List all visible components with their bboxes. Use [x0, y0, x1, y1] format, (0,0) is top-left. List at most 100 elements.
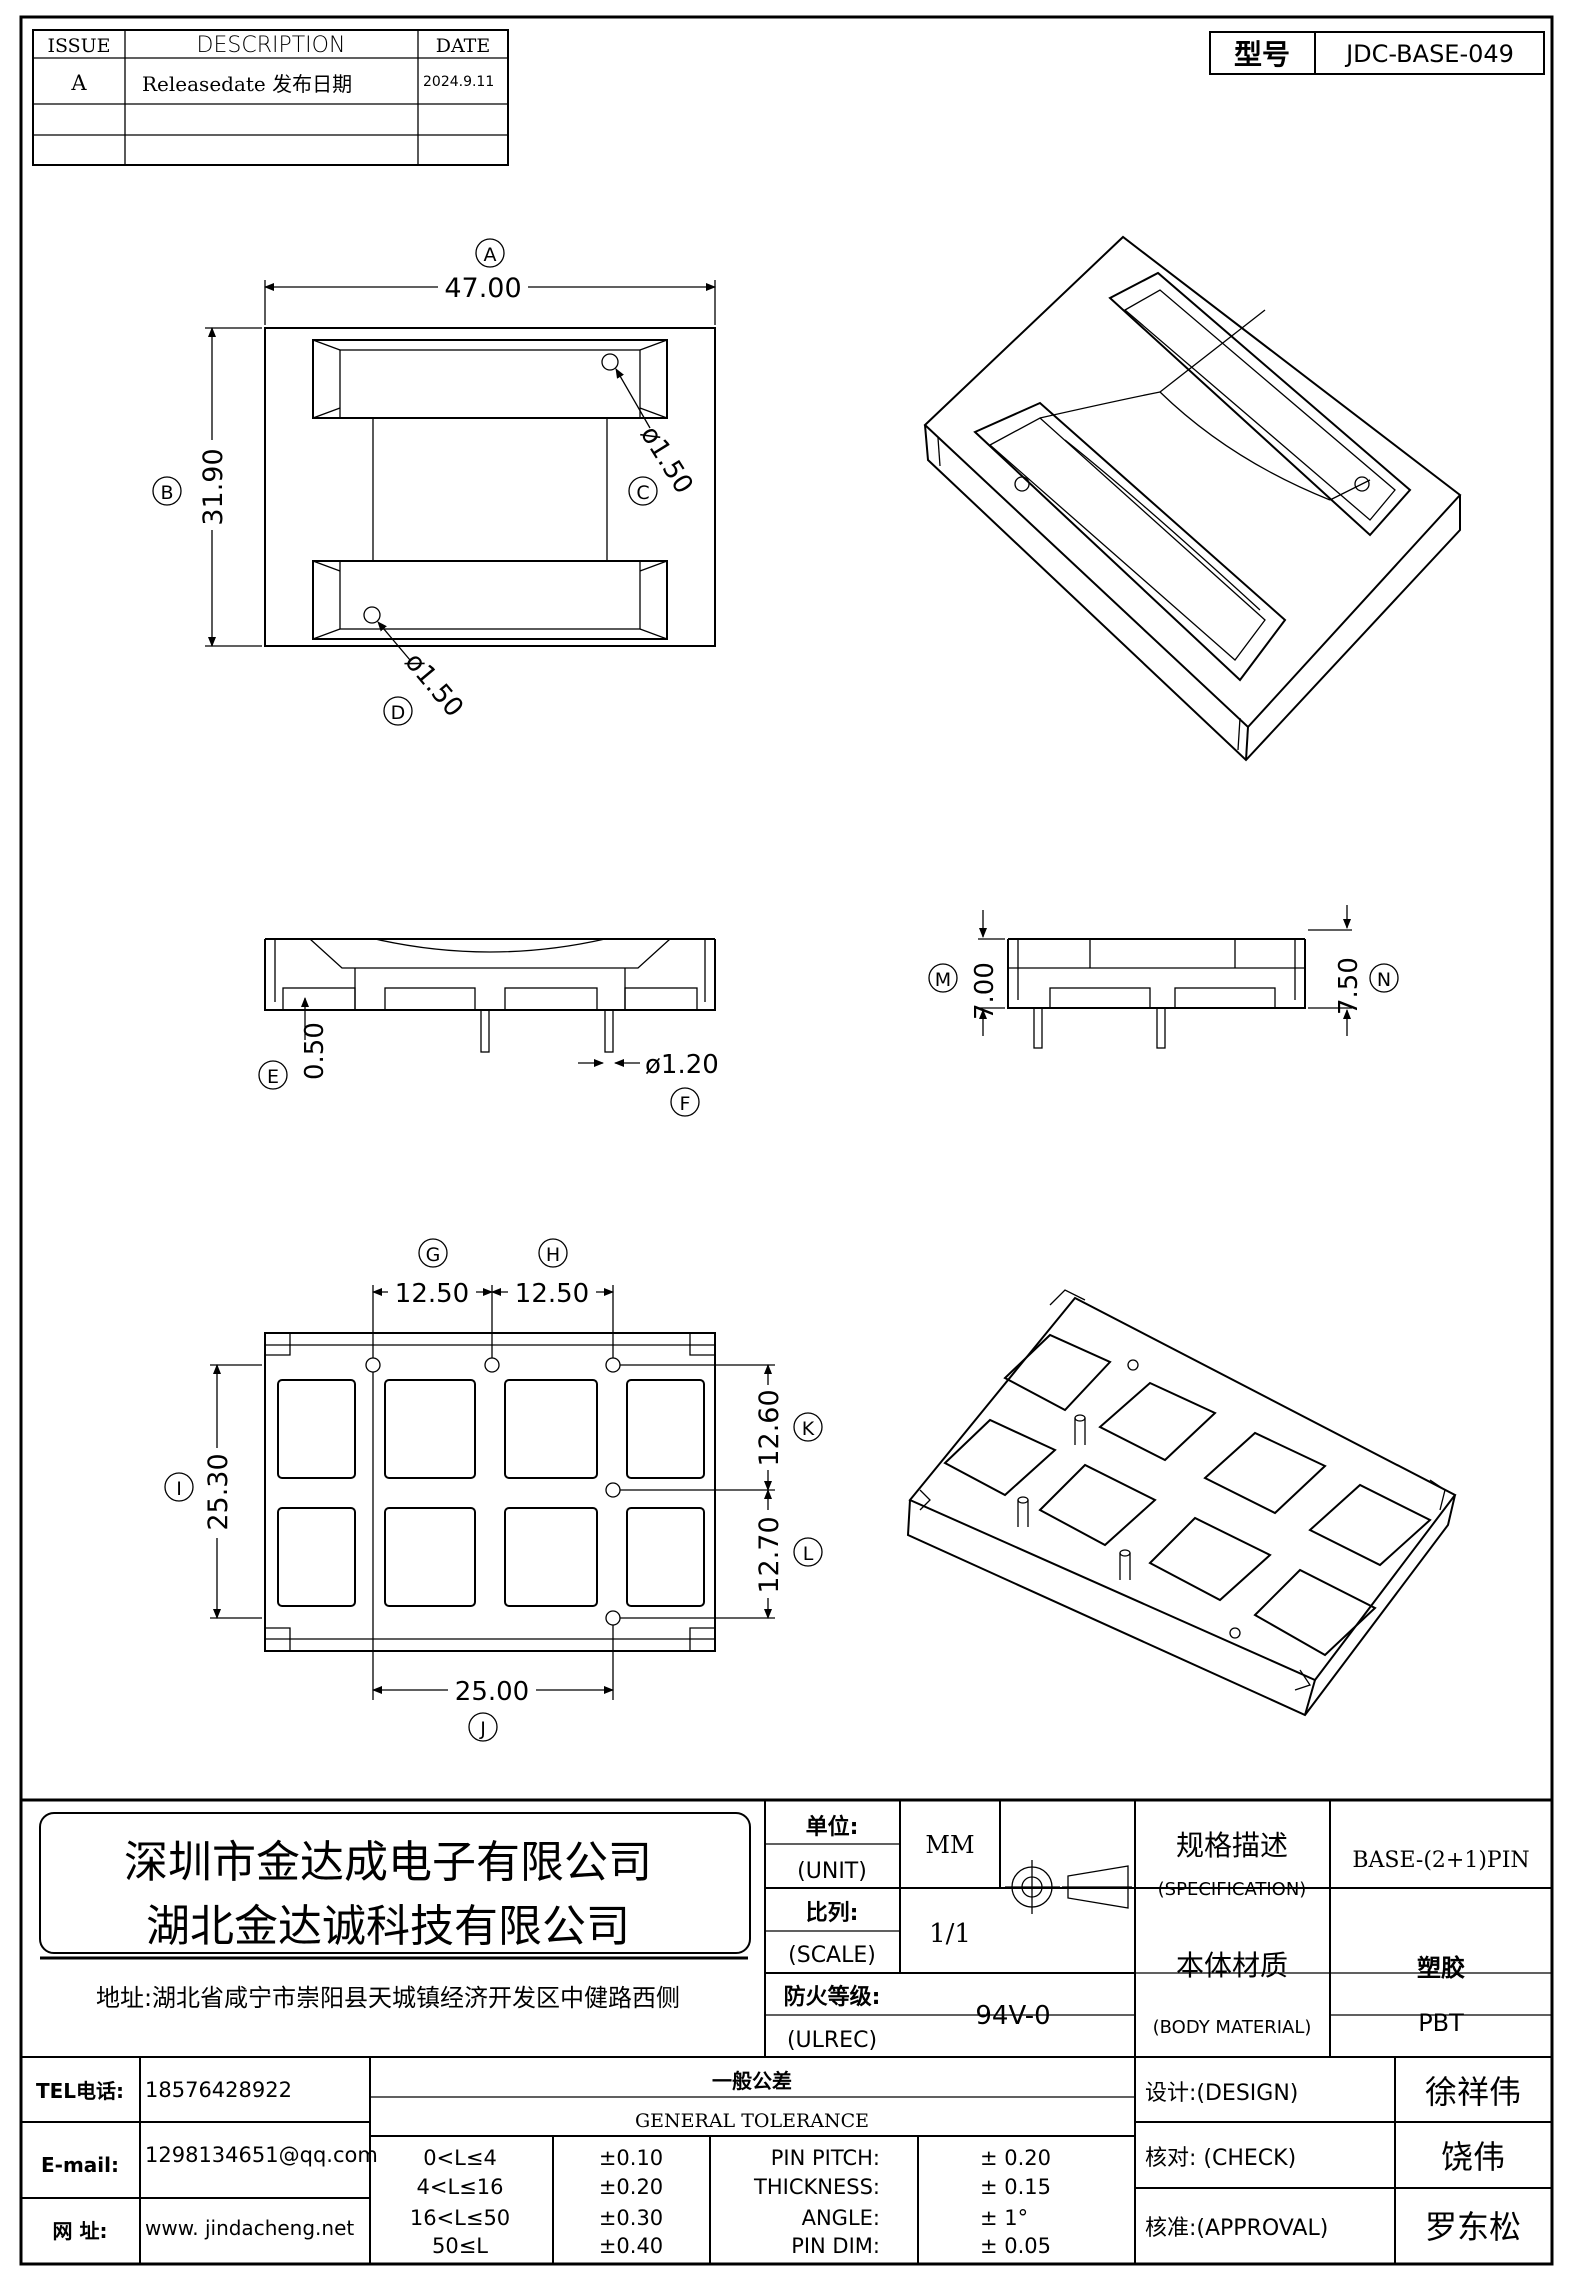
unit-label-en: (UNIT)	[797, 1859, 867, 1884]
bottom-view: 12.50 G 12.50 H 25.30 I 12.60 12.70 K L	[164, 1238, 823, 1742]
revision-row-issue: A	[70, 71, 87, 95]
check-label: 核对: (CHECK)	[1145, 2146, 1296, 2171]
tolerance-value: ±0.10	[599, 2146, 663, 2170]
material-value-en: PBT	[1418, 2009, 1464, 2037]
revision-header-date: DATE	[436, 35, 490, 57]
dim-J-tag: J	[479, 1718, 486, 1740]
dim-K-tag: K	[802, 1418, 815, 1440]
dim-D-tag-circle	[383, 696, 413, 726]
side-view: 0.50 E ø1.20 F	[258, 938, 719, 1117]
tolerance-range: 0<L≤4	[423, 2146, 497, 2170]
design-label: 设计:(DESIGN)	[1145, 2081, 1298, 2106]
dim-L-tag-circle	[793, 1537, 823, 1567]
dim-H-tag: H	[546, 1244, 560, 1266]
fire-value: 94V-0	[975, 2001, 1050, 2031]
dim-N-value: 7.50	[1334, 957, 1364, 1015]
company-address: 地址:湖北省咸宁市崇阳县天城镇经济开发区中健路西侧	[96, 1984, 680, 2012]
scale-label-en: (SCALE)	[788, 1943, 876, 1968]
revision-header-issue: ISSUE	[47, 35, 110, 57]
company-name-1: 深圳市金达成电子有限公司	[124, 1837, 652, 1888]
scale-value: 1/1	[929, 1919, 971, 1949]
dim-A-tag: A	[484, 244, 497, 266]
dim-B-tag-circle	[152, 476, 182, 506]
tolerance-range: 16<L≤50	[410, 2206, 510, 2230]
tolerance-value: ±0.20	[599, 2175, 663, 2199]
model-box: 型号 JDC-BASE-049	[1209, 31, 1545, 75]
isometric-bottom-view	[906, 1289, 1457, 1717]
material-label-en: (BODY MATERIAL)	[1153, 2017, 1312, 2038]
revision-row-description: Releasedate 发布日期	[142, 72, 352, 96]
dim-M-value: 7.00	[970, 962, 1000, 1020]
unit-label-cn: 单位:	[806, 1814, 859, 1840]
design-name: 徐祥伟	[1425, 2073, 1521, 2111]
dim-F-value: ø1.20	[645, 1050, 719, 1080]
dim-H-value: 12.50	[515, 1279, 589, 1309]
material-label-cn: 本体材质	[1176, 1949, 1288, 1982]
email-label: E-mail:	[41, 2153, 119, 2177]
spec-label-en: (SPECIFICATION)	[1158, 1879, 1307, 1900]
dim-I-tag-circle	[164, 1472, 194, 1502]
dim-K-value: 12.60	[754, 1389, 785, 1466]
company-name-2: 湖北金达诚科技有限公司	[146, 1901, 630, 1952]
tolerance-title-cn: 一般公差	[712, 2069, 792, 2093]
unit-value: MM	[925, 1831, 974, 1859]
tolerance-item-label: THICKNESS:	[753, 2175, 880, 2199]
tolerance-range: 4<L≤16	[417, 2175, 504, 2199]
dim-I-tag: I	[176, 1478, 182, 1500]
dim-C-tag: C	[636, 482, 649, 504]
scale-label-cn: 比列:	[806, 1901, 859, 1926]
web-label: 网 址:	[53, 2219, 108, 2243]
tolerance-item-label: PIN DIM:	[791, 2234, 880, 2258]
dim-G-tag-circle	[418, 1238, 448, 1268]
dim-J-tag-circle	[468, 1712, 498, 1742]
top-view: 47.00 A 31.90 B ø1.50 C ø1.50 D	[152, 238, 716, 726]
dim-I-value: 25.30	[203, 1453, 234, 1530]
tolerance-item-value: ± 1°	[980, 2206, 1028, 2230]
tolerance-item-value: ± 0.15	[980, 2175, 1051, 2199]
tolerance-item-label: PIN PITCH:	[771, 2146, 880, 2170]
sheet-border	[19, 15, 1554, 2266]
dim-B-value: 31.90	[198, 448, 229, 525]
dim-E-value: 0.50	[300, 1022, 330, 1080]
dim-C-tag-circle	[628, 476, 658, 506]
isometric-top-view	[923, 235, 1462, 762]
dim-J-value: 25.00	[455, 1677, 529, 1707]
dim-G-tag: G	[426, 1244, 441, 1266]
dim-N-tag-circle	[1369, 963, 1399, 993]
spec-value: BASE-(2+1)PIN	[1352, 1848, 1529, 1873]
dim-A-value: 47.00	[444, 273, 521, 304]
model-label: 型号	[1234, 38, 1290, 71]
dim-M-tag: M	[935, 969, 951, 991]
dim-M-tag-circle	[928, 963, 958, 993]
front-view: 7.00 M 7.50 N	[928, 905, 1399, 1049]
dim-A-tag-circle	[475, 238, 505, 268]
dim-K-tag-circle	[793, 1412, 823, 1442]
approval-label: 核准:(APPROVAL)	[1145, 2216, 1328, 2241]
approval-name: 罗东松	[1425, 2208, 1521, 2246]
projection-symbol-icon	[1005, 1860, 1132, 1914]
fire-label-cn: 防火等级:	[784, 1984, 881, 2010]
tolerance-value: ±0.40	[599, 2234, 663, 2258]
revision-table: ISSUE DESCRIPTION DATE A Releasedate 发布日…	[32, 29, 509, 166]
dim-F-tag: F	[680, 1093, 691, 1115]
dim-L-tag: L	[803, 1543, 814, 1565]
email-value: 1298134651@qq.com	[145, 2143, 378, 2167]
dim-L-value: 12.70	[754, 1516, 785, 1593]
model-value: JDC-BASE-049	[1344, 40, 1514, 68]
dim-E-tag: E	[267, 1066, 279, 1088]
tolerance-value: ±0.30	[599, 2206, 663, 2230]
tel-value: 18576428922	[145, 2078, 292, 2102]
material-value-cn: 塑胶	[1417, 1954, 1465, 1982]
tolerance-title-en: GENERAL TOLERANCE	[635, 2110, 869, 2132]
dim-D-value: ø1.50	[399, 647, 469, 723]
tolerance-range: 50≤L	[432, 2234, 488, 2258]
tel-label: TEL电话:	[36, 2079, 124, 2103]
company-name-box	[39, 1812, 751, 1954]
dim-H-tag-circle	[538, 1238, 568, 1268]
revision-header-description: DESCRIPTION	[197, 33, 346, 58]
tolerance-item-value: ± 0.05	[980, 2234, 1051, 2258]
tolerance-item-value: ± 0.20	[980, 2146, 1051, 2170]
dim-G-value: 12.50	[395, 1279, 469, 1309]
fire-label-en: (ULREC)	[787, 2028, 877, 2053]
